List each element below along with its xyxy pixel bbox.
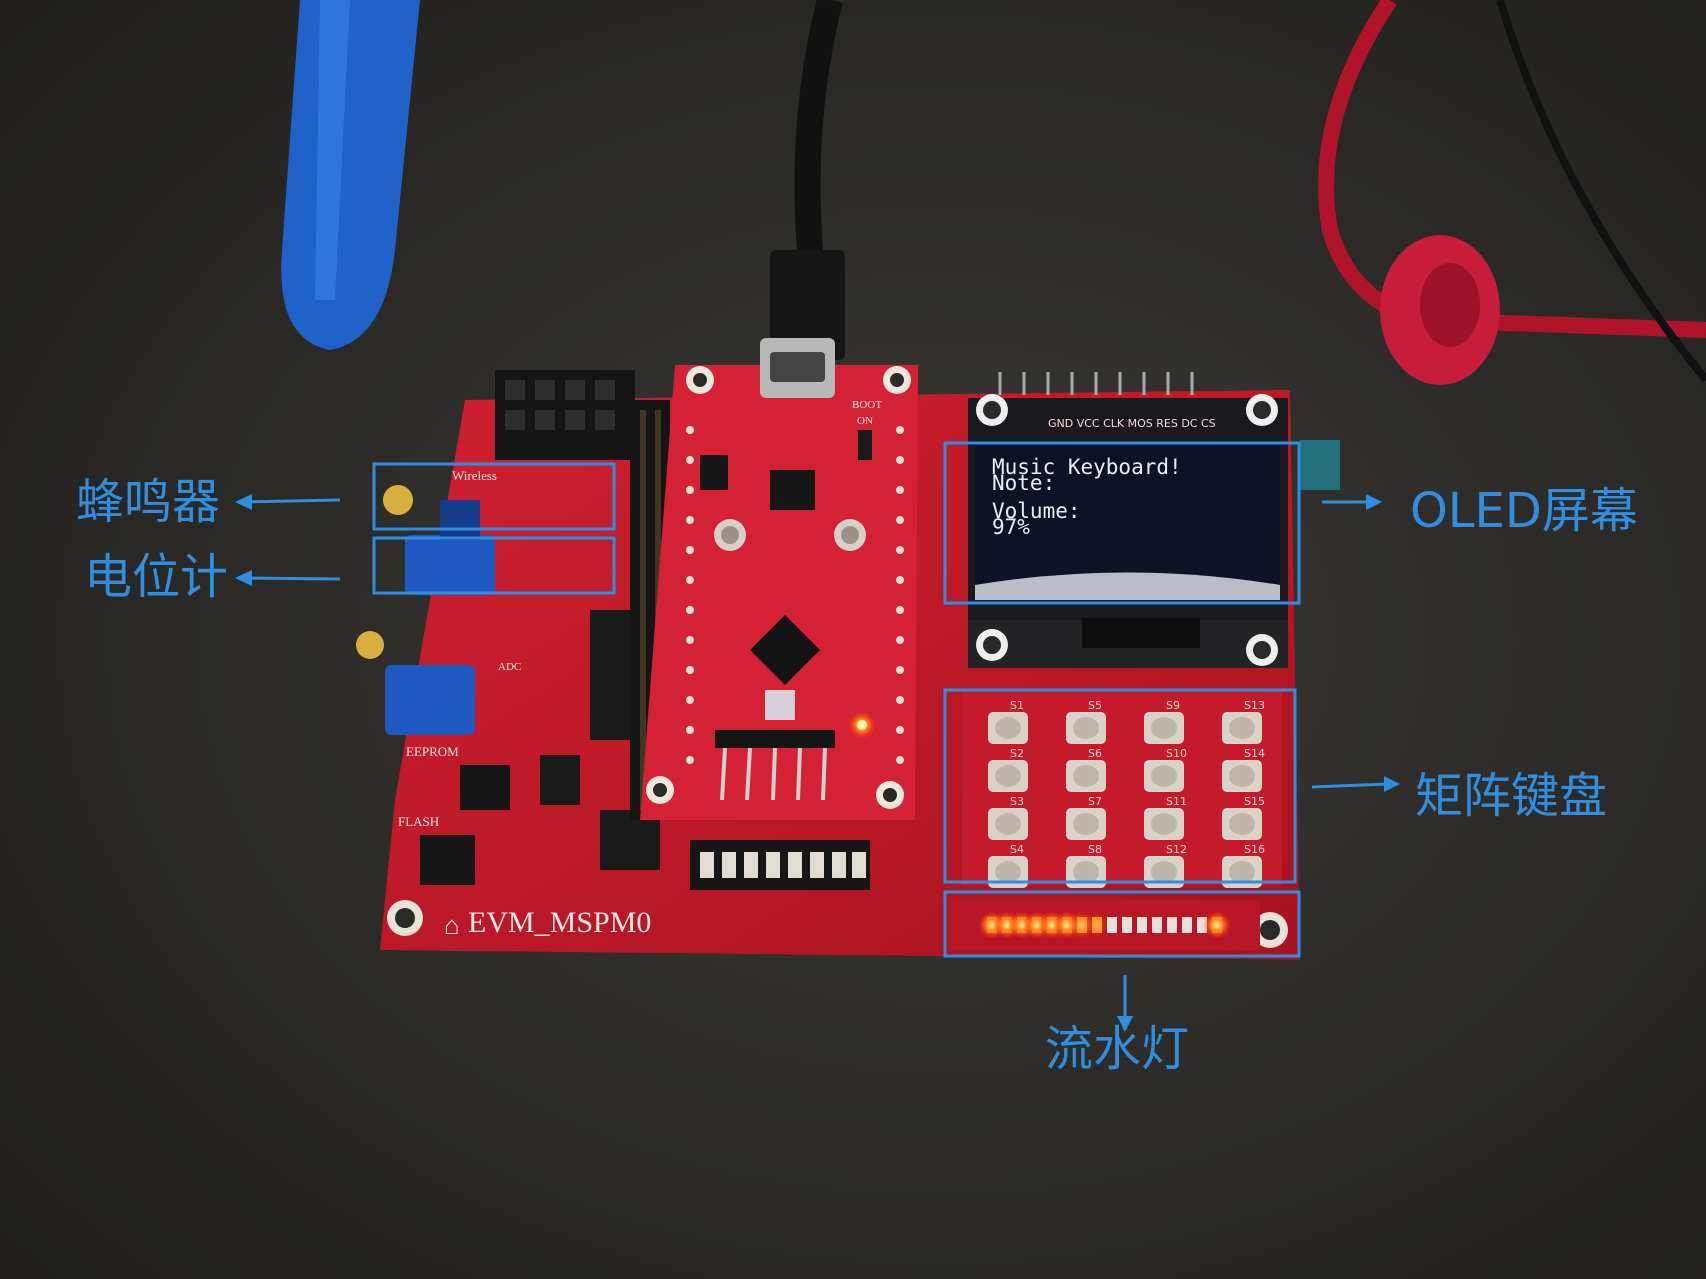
mcu-chip (770, 470, 815, 510)
silk-adc: ADC (498, 661, 521, 673)
label-potentiometer: 电位计 (84, 549, 229, 605)
arrow-head-potentiometer-icon (235, 570, 252, 586)
silk-flash: FLASH (398, 814, 439, 829)
arrow-head-buzzer-icon (235, 494, 252, 510)
keypad-key-label: S7 (1088, 795, 1102, 808)
usb-plug (770, 250, 845, 360)
board-name: EVM_MSPM0 (468, 906, 651, 939)
oled-line-volume: Volume: (992, 499, 1081, 523)
buzzer-component (383, 485, 413, 515)
keypad-key-label: S4 (1010, 843, 1024, 856)
keypad-key[interactable]: S10 (1144, 747, 1187, 792)
keypad-key-label: S11 (1166, 795, 1187, 808)
led (1152, 917, 1162, 933)
led (1167, 917, 1177, 933)
keypad-highlight-box (943, 688, 1297, 884)
keypad-key-label: S15 (1244, 795, 1265, 808)
oled-line-volume-value: 97% (992, 515, 1030, 539)
led-strip (978, 911, 1231, 939)
led (1083, 911, 1111, 939)
keypad-key[interactable]: S11 (1144, 795, 1187, 840)
potentiometer-1 (405, 535, 495, 595)
blue-tool-handle (281, 0, 420, 350)
buzzer-highlight-box (372, 462, 616, 531)
arrow-head-led-icon (1117, 1016, 1133, 1032)
potentiometer-2 (385, 665, 475, 735)
keypad-key-label: S14 (1244, 747, 1265, 760)
keypad-key-label: S8 (1088, 843, 1102, 856)
label-keypad: 矩阵键盘 (1415, 768, 1608, 824)
keypad-key-label: S16 (1244, 843, 1265, 856)
keypad-key[interactable]: S8 (1066, 843, 1106, 888)
keypad-key[interactable]: S9 (1144, 699, 1184, 744)
keypad-key[interactable]: S15 (1222, 795, 1265, 840)
label-oled: OLED屏幕 (1410, 483, 1638, 539)
led (1203, 911, 1231, 939)
usb-cable (794, 0, 843, 361)
silk-oled-pins: GND VCC CLK MOS RES DC CS (1048, 417, 1216, 430)
keypad-key[interactable]: S4 (988, 843, 1028, 888)
keypad-key[interactable]: S1 (988, 699, 1028, 744)
oled-line-note: Note: (992, 471, 1055, 495)
silk-on: ON (857, 415, 873, 427)
label-led-strip: 流水灯 (1045, 1021, 1190, 1077)
keypad-key-label: S9 (1166, 699, 1180, 712)
keypad-key[interactable]: S3 (988, 795, 1028, 840)
keypad-key[interactable]: S6 (1066, 747, 1106, 792)
led (1182, 917, 1192, 933)
led (1107, 917, 1117, 933)
led (1197, 917, 1207, 933)
keypad-key-label: S1 (1010, 699, 1024, 712)
led (1122, 917, 1132, 933)
board-logo-icon: ⌂ (444, 911, 460, 940)
keypad-key[interactable]: S5 (1066, 699, 1106, 744)
keypad-key-label: S10 (1166, 747, 1187, 760)
oled-line-title: Music Keyboard! (992, 455, 1182, 479)
label-buzzer: 蜂鸣器 (76, 474, 221, 530)
silk-wireless: Wireless (452, 468, 497, 483)
keypad-key-label: S12 (1166, 843, 1187, 856)
arrow-head-keypad-icon (1384, 776, 1400, 792)
keypad-key-label: S6 (1088, 747, 1102, 760)
keypad-key-label: S2 (1010, 747, 1024, 760)
keypad-key[interactable]: S2 (988, 747, 1028, 792)
keypad-key[interactable]: S16 (1222, 843, 1265, 888)
keypad-key[interactable]: S7 (1066, 795, 1106, 840)
silk-eeprom: EEPROM (406, 744, 459, 759)
led-strip-highlight-box (943, 890, 1301, 958)
keypad-key-label: S3 (1010, 795, 1024, 808)
keypad-key[interactable]: S13 (1222, 699, 1265, 744)
keypad-key-label: S5 (1088, 699, 1102, 712)
potentiometer-highlight-box (372, 536, 616, 595)
mcu-core-board (640, 365, 918, 820)
arrow-head-oled-icon (1366, 494, 1382, 510)
oled-highlight-box (943, 441, 1301, 605)
mcu-main-chip (750, 615, 820, 685)
led (1137, 917, 1147, 933)
keypad-key-label: S13 (1244, 699, 1265, 712)
silk-boot: BOOT (852, 399, 882, 411)
keypad-key[interactable]: S12 (1144, 843, 1187, 888)
keypad-key[interactable]: S14 (1222, 747, 1265, 792)
